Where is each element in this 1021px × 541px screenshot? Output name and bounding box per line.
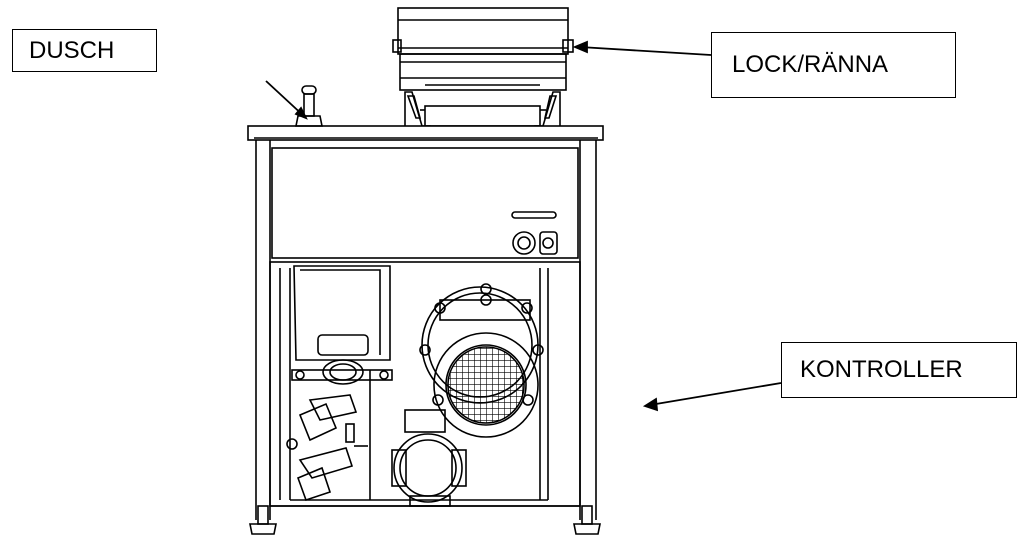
kontroller-arrowhead bbox=[642, 397, 659, 412]
lock-ranna-label-text: LOCK/RÄNNA bbox=[732, 51, 889, 78]
feet bbox=[249, 505, 601, 535]
dusch-arrowhead bbox=[294, 106, 308, 120]
kontroller-arrow bbox=[649, 382, 782, 406]
lock-ranna-label: LOCK/RÄNNA bbox=[711, 32, 956, 98]
shower-handle bbox=[295, 85, 323, 127]
dusch-label: DUSCH bbox=[12, 29, 157, 72]
control-panel bbox=[271, 147, 579, 259]
dusch-label-text: DUSCH bbox=[29, 36, 115, 64]
lid-unit bbox=[392, 7, 574, 131]
kontroller-label-text: KONTROLLER bbox=[800, 356, 963, 383]
lower-cabinet bbox=[269, 261, 581, 507]
lock-arrowhead bbox=[572, 40, 588, 54]
kontroller-label: KONTROLLER bbox=[781, 342, 1017, 398]
lock-arrow bbox=[579, 46, 712, 56]
